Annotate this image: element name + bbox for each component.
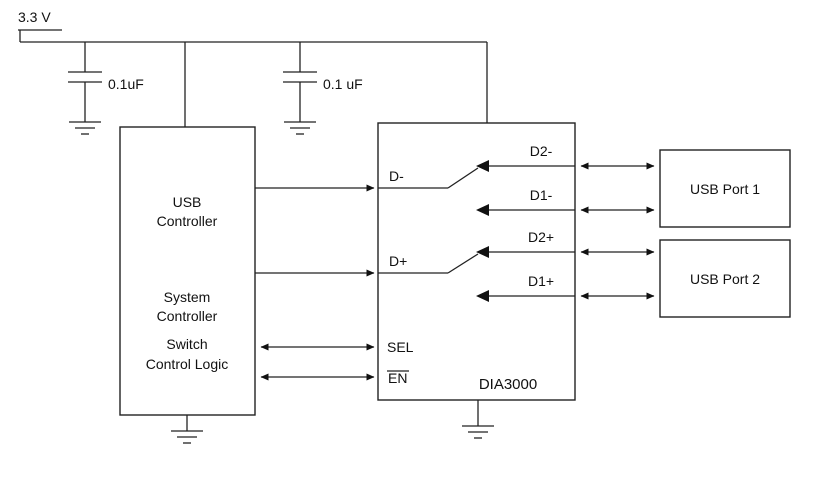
contact-d2-minus: [476, 160, 489, 172]
signal-label-d1-minus: D1-: [530, 187, 553, 203]
switch-d-plus: [378, 246, 575, 302]
capacitor-1: 0.1uF: [68, 42, 144, 135]
pin-label-sel: SEL: [387, 339, 414, 355]
contact-d1-plus: [476, 290, 489, 302]
controller-label-usb: USB: [173, 194, 202, 210]
capacitor-1-value: 0.1uF: [108, 76, 144, 92]
contact-d1-minus: [476, 204, 489, 216]
ic-name-label: DIA3000: [479, 376, 537, 393]
usb-port-1-label: USB Port 1: [690, 181, 760, 197]
switch-d-minus: [378, 160, 575, 216]
signal-label-d1-plus: D1+: [528, 273, 554, 289]
controller-label-switch: Switch: [166, 336, 207, 352]
ground-symbol-ic: [461, 425, 495, 439]
ground-symbol-cap1: [68, 121, 102, 135]
controller-label-controller2: Controller: [157, 308, 218, 324]
ground-symbol-cap2: [283, 121, 317, 135]
ground-symbol-controller: [170, 430, 204, 444]
dia3000-box: [377, 122, 576, 401]
controller-label-controller1: Controller: [157, 213, 218, 229]
signal-label-d2-plus: D2+: [528, 229, 554, 245]
usb-port-2-box: [659, 239, 791, 318]
usb-port-2-label: USB Port 2: [690, 271, 760, 287]
controller-label-system: System: [164, 289, 211, 305]
controller-label-control-logic: Control Logic: [146, 356, 229, 372]
pin-label-d-minus: D-: [389, 168, 404, 184]
contact-d2-plus: [476, 246, 489, 258]
usb-port-1-box: [659, 149, 791, 228]
supply-voltage-label: 3.3 V: [18, 9, 51, 25]
capacitor-2: 0.1 uF: [283, 42, 363, 135]
pin-label-en: EN: [388, 370, 407, 386]
pin-label-d-plus: D+: [389, 253, 407, 269]
capacitor-2-value: 0.1 uF: [323, 76, 363, 92]
usb-controller-box: [119, 126, 256, 416]
signal-label-d2-minus: D2-: [530, 143, 553, 159]
